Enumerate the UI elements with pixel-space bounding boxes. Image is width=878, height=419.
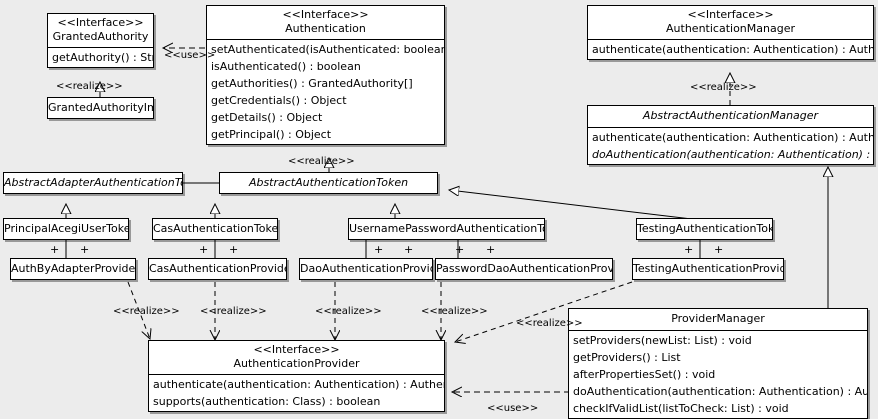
class-name-label: Authentication [285,22,366,35]
edge-label-realize-auth-by-adapter: <<realize>> [113,306,180,317]
stereotype-label: <<Interface>> [57,16,144,29]
class-username-password-authentication-token[interactable]: UsernamePasswordAuthenticationToken [348,218,545,240]
class-cas-authentication-provider[interactable]: CasAuthenticationProvider [148,258,287,280]
composition-marker: + [684,243,694,256]
edge-label-realize-abstract-authentication-manager: <<realize>> [690,82,757,93]
class-name-label: GrantedAuthority [52,30,149,43]
composition-marker: + [486,243,496,256]
class-name-label: AbstractAuthenticationManager [642,109,819,122]
class-authentication[interactable]: <<Interface>> Authentication setAuthenti… [206,5,445,145]
class-abstract-adapter-authentication-token[interactable]: AbstractAdapterAuthenticationToken [3,172,183,194]
operation-row: doAuthentication(authentication: Authent… [573,385,867,398]
operation-row: getCredentials() : Object [211,94,347,107]
class-testing-authentication-token[interactable]: TestingAuthenticationToken [636,218,773,240]
operation-row: afterPropertiesSet() : void [573,368,716,381]
class-authentication-manager[interactable]: <<Interface>> AuthenticationManager auth… [587,5,874,60]
class-name-label: AuthenticationProvider [233,357,360,370]
operation-row: authenticate(authentication: Authenticat… [153,378,444,391]
class-testing-authentication-provider[interactable]: TestingAuthenticationProvider [632,258,784,280]
composition-marker: + [374,243,384,256]
operation-row: getDetails() : Object [211,111,323,124]
edge-label-realize-password-dao-provider: <<realize>> [421,306,488,317]
edge-label-realize-dao-provider: <<realize>> [315,306,382,317]
class-auth-by-adapter-provider[interactable]: AuthByAdapterProvider [10,258,136,280]
operations-compartment: setProviders(newList: List) : void getPr… [569,330,867,418]
operation-row: checkIfValidList(listToCheck: List) : vo… [573,402,789,415]
class-name-label: ProviderManager [671,312,765,325]
operations-compartment: getAuthority() : String [48,47,153,67]
class-header: <<Interface>> Authentication [207,6,444,39]
operations-compartment: setAuthenticated(isAuthenticated: boolea… [207,39,444,144]
operation-row: isAuthenticated() : boolean [211,60,361,73]
class-granted-authority[interactable]: <<Interface>> GrantedAuthority getAuthor… [47,13,154,68]
operation-row: supports(authentication: Class) : boolea… [153,395,381,408]
class-header: AbstractAuthenticationManager [588,106,873,127]
operations-compartment: authenticate(authentication: Authenticat… [588,39,873,59]
composition-marker: + [199,243,209,256]
class-granted-authority-impl[interactable]: GrantedAuthorityImpl [47,97,154,119]
composition-marker: + [455,243,465,256]
operation-row: setAuthenticated(isAuthenticated: boolea… [211,43,444,56]
class-header: <<Interface>> GrantedAuthority [48,14,153,47]
operation-row: doAuthentication(authentication: Authent… [592,148,873,161]
class-cas-authentication-token[interactable]: CasAuthenticationToken [152,218,278,240]
class-name-label: AuthenticationManager [666,22,795,35]
edge-label-use-granted-authority: <<use>> [164,50,216,61]
class-header: <<Interface>> AuthenticationProvider [149,341,444,374]
edge-label-use-provider-manager: <<use>> [487,403,539,414]
operation-row: setProviders(newList: List) : void [573,334,752,347]
composition-marker: + [80,243,90,256]
class-principal-acegi-user-token[interactable]: PrincipalAcegiUserToken [3,218,129,240]
operation-row: authenticate(authentication: Authenticat… [592,43,873,56]
stereotype-label: <<Interface>> [282,8,369,21]
operation-row: getProviders() : List [573,351,681,364]
operation-row: getAuthorities() : GrantedAuthority[] [211,77,413,90]
operations-compartment: authenticate(authentication: Authenticat… [149,374,444,411]
operations-compartment: authenticate(authentication: Authenticat… [588,127,873,164]
composition-marker: + [404,243,414,256]
edge-label-realize-cas-provider: <<realize>> [200,306,267,317]
edge-label-realize-testing-provider: <<realize>> [516,318,583,329]
stereotype-label: <<Interface>> [687,8,774,21]
composition-marker: + [229,243,239,256]
operation-row: authenticate(authentication: Authenticat… [592,131,873,144]
class-header: <<Interface>> AuthenticationManager [588,6,873,39]
stereotype-label: <<Interface>> [253,343,340,356]
operation-row: getPrincipal() : Object [211,128,332,141]
composition-marker: + [50,243,60,256]
class-abstract-authentication-token[interactable]: AbstractAuthenticationToken [219,172,438,194]
class-password-dao-authentication-provider[interactable]: PasswordDaoAuthenticationProvider [435,258,613,280]
edge-label-realize-abstract-authentication-token: <<realize>> [288,156,355,167]
class-authentication-provider[interactable]: <<Interface>> AuthenticationProvider aut… [148,340,445,412]
class-provider-manager[interactable]: ProviderManager setProviders(newList: Li… [568,308,868,419]
class-header: ProviderManager [569,309,867,330]
class-dao-authentication-provider[interactable]: DaoAuthenticationProvider [299,258,433,280]
composition-marker: + [714,243,724,256]
class-abstract-authentication-manager[interactable]: AbstractAuthenticationManager authentica… [587,105,874,165]
edge-label-realize-granted-authority-impl: <<realize>> [56,81,123,92]
operation-row: getAuthority() : String [52,51,153,64]
